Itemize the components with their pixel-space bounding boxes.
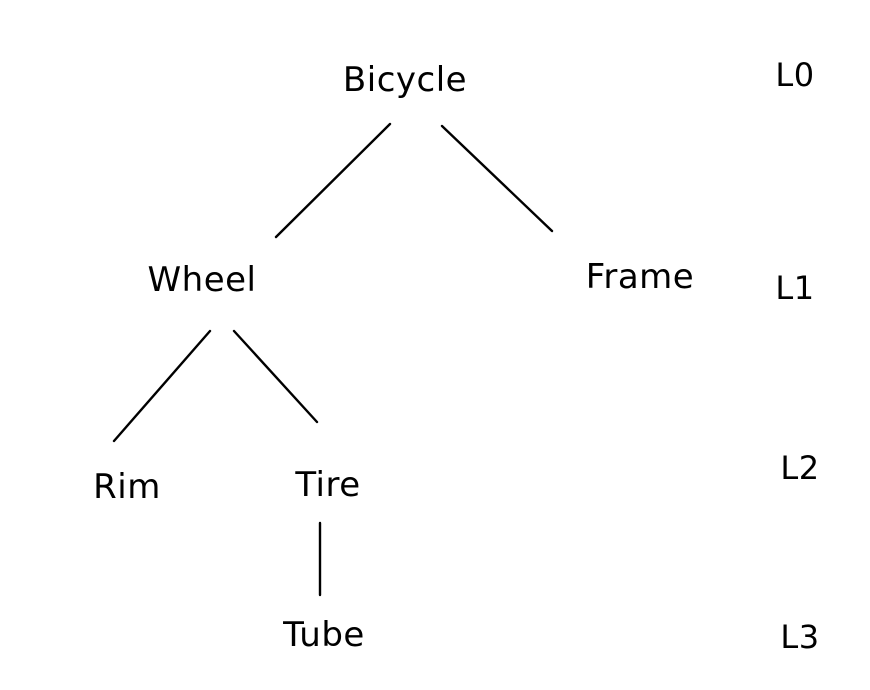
node-bicycle: Bicycle — [342, 60, 468, 100]
node-tube: Tube — [283, 615, 365, 655]
edge-bicycle-wheel — [274, 122, 392, 239]
edge-wheel-rim — [112, 329, 212, 443]
level-label-l1: L1 — [775, 269, 815, 307]
edge-bicycle-frame — [440, 124, 554, 233]
node-tire: Tire — [295, 465, 361, 505]
level-label-l0: L0 — [775, 56, 815, 94]
level-label-l3: L3 — [780, 618, 820, 656]
level-label-l2: L2 — [780, 449, 820, 487]
node-wheel: Wheel — [147, 260, 257, 300]
node-frame: Frame — [585, 257, 695, 297]
edge-wheel-tire — [232, 329, 319, 424]
node-rim: Rim — [93, 467, 161, 507]
